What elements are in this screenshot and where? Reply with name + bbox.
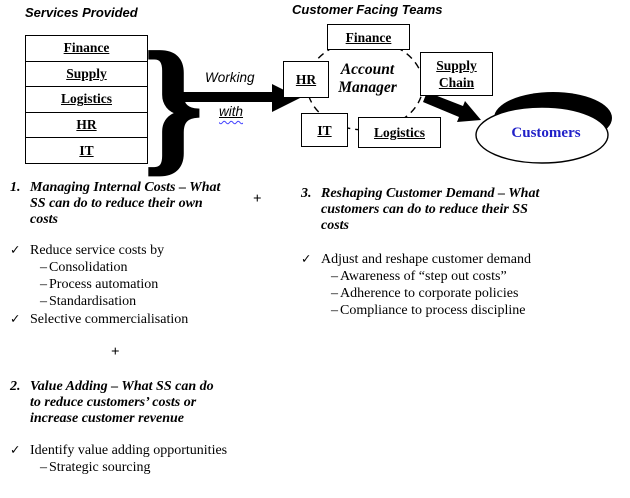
to-customers-arrow — [423, 92, 481, 122]
section-3-number: 3. — [301, 186, 312, 201]
team-box-finance: Finance — [327, 24, 410, 50]
check-icon: ✓ — [301, 251, 312, 266]
customer-facing-teams-title: Customer Facing Teams — [292, 2, 443, 17]
section-1-line1: Managing Internal Costs – What — [30, 180, 221, 195]
check-icon: ✓ — [10, 242, 21, 257]
bullet-text: Process automation — [49, 277, 159, 292]
section-3-title-lines: Reshaping Customer Demand – What custome… — [321, 186, 539, 234]
bullet-text: Reduce service costs by — [30, 243, 165, 258]
check-icon: ✓ — [10, 311, 21, 326]
section-3-line1: Reshaping Customer Demand – What — [321, 186, 540, 201]
with-label: with — [219, 104, 243, 119]
customers-label: Customers — [511, 125, 581, 141]
working-label: Working — [205, 70, 255, 85]
working-with-arrow — [183, 84, 300, 112]
services-provided-title: Services Provided — [25, 5, 138, 20]
bullet-item: ✓ Selective commercialisation — [10, 310, 270, 328]
service-row-supply: Supply — [26, 62, 147, 88]
dash-icon: – — [331, 303, 338, 318]
dash-icon: – — [40, 260, 47, 275]
section-2-title: 2. Value Adding – What SS can do to redu… — [10, 379, 260, 427]
service-row-hr: HR — [26, 113, 147, 139]
section-2-number: 2. — [10, 379, 21, 394]
section-1-line2: SS can do to reduce their own — [30, 196, 203, 211]
team-box-hr: HR — [283, 61, 329, 98]
check-icon: ✓ — [10, 442, 21, 457]
service-row-finance: Finance — [26, 36, 147, 62]
section-3-line3: costs — [321, 218, 349, 233]
team-box-hr-label: HR — [295, 72, 317, 87]
bullet-item: ✓ Reduce service costs by — [10, 241, 270, 259]
dash-icon: – — [40, 460, 47, 475]
team-box-supply-line1: Supply — [436, 58, 477, 73]
team-box-supply-line2: Chain — [438, 75, 475, 90]
curly-brace: } — [143, 23, 205, 188]
bullet-item: –Adherence to corporate policies — [301, 285, 581, 302]
plus-sign-right: + — [253, 191, 262, 207]
bullet-text: Strategic sourcing — [49, 460, 151, 475]
bullet-text: Adherence to corporate policies — [340, 286, 519, 301]
service-row-logistics: Logistics — [26, 87, 147, 113]
section-2-line2: to reduce customers’ costs or — [30, 395, 197, 410]
section-3-bullets: ✓Adjust and reshape customer demand –Awa… — [301, 250, 581, 319]
section-2-bullets: ✓ Identify value adding opportunities –St… — [10, 441, 290, 476]
section-2-line1: Value Adding – What SS can do — [30, 379, 214, 394]
bullet-text: Standardisation — [49, 294, 137, 309]
bullet-item: ✓ Adjust and reshape customer demand — [301, 250, 581, 268]
section-1-line3: costs — [30, 212, 58, 227]
section-1-title-lines: Managing Internal Costs – What SS can do… — [30, 180, 220, 228]
dash-icon: – — [331, 286, 338, 301]
bullet-text: Selective commercialisation — [30, 312, 189, 327]
bullet-item: –Standardisation — [10, 293, 270, 310]
account-manager-line1: Account — [340, 61, 395, 78]
bullet-item: –Compliance to process discipline — [301, 302, 581, 319]
bullet-text: Identify value adding opportunities — [30, 443, 228, 458]
bullet-item: –Awareness of “step out costs” — [301, 268, 581, 285]
team-box-logistics-label: Logistics — [373, 125, 425, 140]
section-2-title-lines: Value Adding – What SS can do to reduce … — [30, 379, 214, 427]
plus-sign-left: + — [111, 344, 120, 360]
bullet-item: –Consolidation — [10, 259, 270, 276]
account-manager-line2: Manager — [338, 79, 397, 96]
section-1-bullets: ✓Reduce service costs by –Consolidation … — [10, 241, 270, 328]
team-box-logistics: Logistics — [358, 117, 441, 148]
services-table: Finance Supply Logistics HR IT — [25, 35, 148, 164]
account-manager-label: Account Manager — [325, 61, 410, 97]
section-1-title: 1. Managing Internal Costs – What SS can… — [10, 180, 260, 228]
team-box-finance-label: Finance — [345, 29, 392, 45]
bullet-item: ✓ Identify value adding opportunities — [10, 441, 290, 459]
section-2-line3: increase customer revenue — [30, 411, 184, 426]
bullet-text: Compliance to process discipline — [340, 303, 526, 318]
bullet-text: Awareness of “step out costs” — [340, 269, 507, 284]
bullet-text: Adjust and reshape customer demand — [321, 252, 531, 267]
section-1-number: 1. — [10, 180, 21, 195]
section-3-title: 3. Reshaping Customer Demand – What cust… — [301, 186, 571, 234]
team-box-it: IT — [301, 113, 348, 147]
service-row-it: IT — [79, 142, 94, 158]
section-3-line2: customers can do to reduce their SS — [321, 202, 528, 217]
team-box-supply-chain: Supply Chain — [420, 52, 493, 96]
dash-icon: – — [40, 294, 47, 309]
with-label-text: with — [219, 104, 244, 119]
dash-icon: – — [331, 269, 338, 284]
customers-ellipse — [475, 106, 609, 164]
dash-icon: – — [40, 277, 47, 292]
bullet-item: –Strategic sourcing — [10, 459, 290, 476]
bullet-item: –Process automation — [10, 276, 270, 293]
team-box-it-label: IT — [317, 122, 332, 138]
bullet-text: Consolidation — [49, 260, 128, 275]
